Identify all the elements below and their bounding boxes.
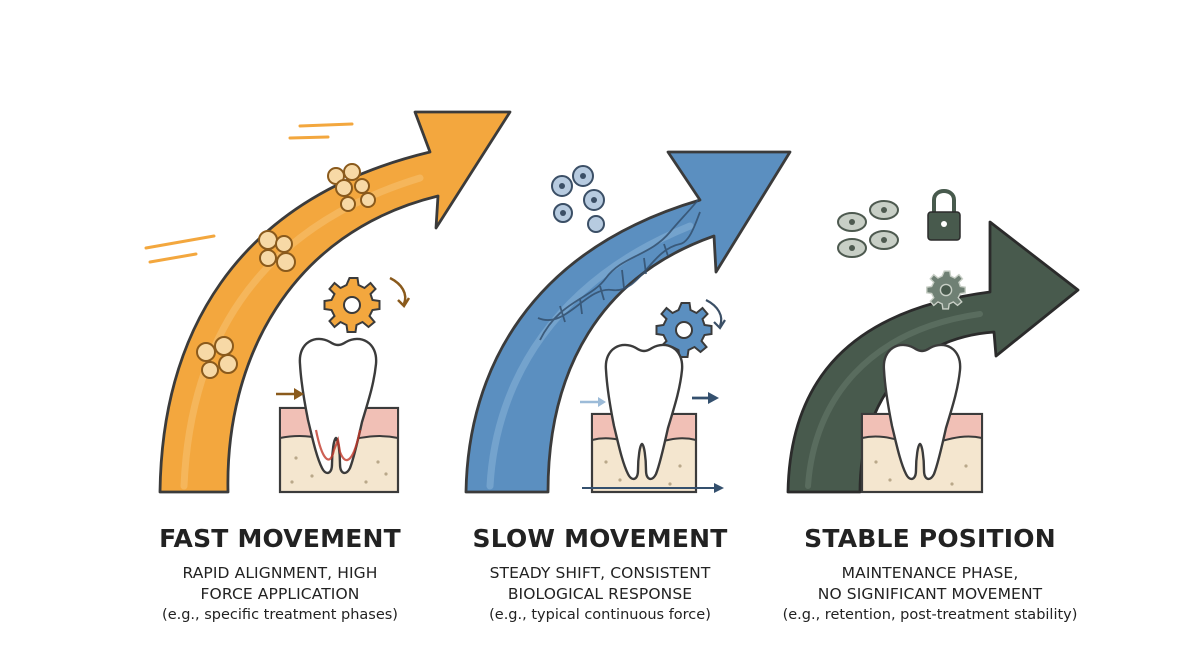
- tooth-icon: [860, 343, 984, 494]
- panel-description-line-2: NO SIGNIFICANT MOVEMENT: [817, 585, 1043, 603]
- gear-icon: [323, 277, 381, 333]
- tooth-icon: [580, 343, 724, 494]
- panel-title: STABLE POSITION: [804, 524, 1056, 553]
- panel-title: FAST MOVEMENT: [159, 524, 401, 553]
- panel-description-line-1: RAPID ALIGNMENT, HIGH: [182, 564, 378, 582]
- panel-description-line-1: MAINTENANCE PHASE,: [841, 564, 1019, 582]
- fast-movement-caption: FAST MOVEMENT RAPID ALIGNMENT, HIGH FORC…: [115, 522, 445, 626]
- slow-panel-graphics: [464, 150, 792, 494]
- panel-example: (e.g., typical continuous force): [489, 607, 711, 623]
- panel-description-line-2: FORCE APPLICATION: [200, 585, 360, 603]
- lock-icon: [927, 189, 961, 241]
- panel-example: (e.g., retention, post-treatment stabili…: [782, 607, 1078, 623]
- tooth-icon: [276, 337, 400, 494]
- gear-icon: [655, 302, 713, 358]
- fast-panel-graphics: [144, 110, 512, 494]
- panel-example: (e.g., specific treatment phases): [162, 607, 398, 623]
- cell-cluster-icon: [837, 200, 899, 258]
- panel-title: SLOW MOVEMENT: [472, 524, 728, 553]
- panel-description-line-2: BIOLOGICAL RESPONSE: [507, 585, 693, 603]
- cell-cluster-icon: [196, 163, 376, 379]
- dna-helix-icon: [537, 199, 701, 341]
- stable-arrow-icon: [786, 220, 1080, 494]
- panel-description-line-1: STEADY SHIFT, CONSISTENT: [489, 564, 711, 582]
- speed-lines-icon: [144, 122, 354, 264]
- stable-panel-graphics: [786, 189, 1080, 494]
- stable-position-caption: STABLE POSITION MAINTENANCE PHASE, NO SI…: [765, 522, 1095, 626]
- slow-movement-caption: SLOW MOVEMENT STEADY SHIFT, CONSISTENT B…: [435, 522, 765, 626]
- gear-icon: [926, 270, 966, 310]
- slow-arrow-icon: [464, 150, 792, 494]
